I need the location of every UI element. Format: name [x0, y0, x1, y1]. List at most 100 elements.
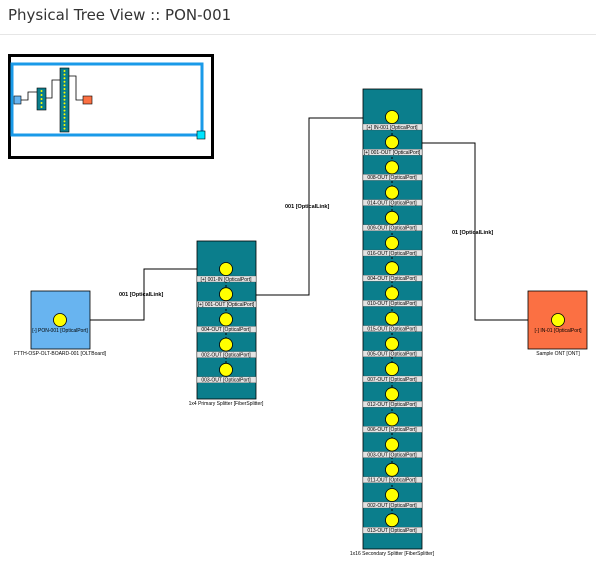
port[interactable]: [+] 001-IN [OpticalPort]	[196, 262, 257, 283]
port[interactable]: [+] 001-OUT [OpticalPort]	[362, 135, 423, 156]
port[interactable]: 007-OUT [OpticalPort]	[362, 362, 423, 383]
node-ont[interactable]: [-] IN-01 [OpticalPort] Sample ONT [ONT]	[527, 290, 588, 357]
port[interactable]: 010-OUT [OpticalPort]	[362, 286, 423, 307]
port[interactable]: 009-OUT [OpticalPort]	[362, 210, 423, 232]
minimap-port-dot	[40, 106, 43, 108]
minimap-link	[21, 91, 37, 101]
node-primary-splitter[interactable]: [+] 001-IN [OpticalPort] [+] 001-OUT [Opt…	[189, 240, 264, 407]
port-circle[interactable]	[385, 261, 399, 276]
port-circle[interactable]	[385, 311, 399, 326]
port[interactable]: 004-OUT [OpticalPort]	[196, 312, 257, 333]
port-circle[interactable]	[219, 312, 233, 327]
minimap-port-dot	[63, 98, 66, 101]
link-label: 001 [OpticalLink]	[285, 204, 329, 210]
port-label: [-] IN-01 [OpticalPort]	[535, 328, 583, 334]
port-label: 007-OUT [OpticalPort]	[367, 377, 417, 383]
port[interactable]: 013-OUT [OpticalPort]	[362, 513, 423, 534]
minimap-olt	[13, 95, 22, 105]
link-primary-secondary[interactable]	[226, 117, 392, 296]
port-circle[interactable]	[385, 462, 399, 477]
minimap-port-dots	[40, 70, 66, 130]
port[interactable]: 008-OUT [OpticalPort]	[362, 160, 423, 181]
port-circle[interactable]	[385, 160, 399, 175]
minimap-resize-handle[interactable]	[196, 130, 206, 140]
port-circle[interactable]	[219, 337, 233, 352]
port-label-band	[196, 275, 257, 283]
port[interactable]: [+] IN-001 [OpticalPort]	[362, 110, 423, 131]
port-label: 006-OUT [OpticalPort]	[367, 427, 417, 433]
port-label: [+] 001-IN [OpticalPort]	[201, 277, 253, 283]
minimap-port-dot	[40, 98, 43, 100]
port[interactable]: [-] PON-001 [OpticalPort]	[32, 313, 88, 334]
port-label-band	[362, 501, 423, 509]
port-label: [-] PON-001 [OpticalPort]	[32, 328, 88, 334]
port[interactable]: 003-OUT [OpticalPort]	[196, 362, 257, 384]
port-circle[interactable]	[385, 513, 399, 528]
port[interactable]: 016-OUT [OpticalPort]	[362, 236, 423, 257]
port[interactable]: 014-OUT [OpticalPort]	[362, 185, 423, 206]
port[interactable]: 004-OUT [OpticalPort]	[362, 261, 423, 282]
node-olt[interactable]: [-] PON-001 [OpticalPort] FTTH-OSP-OLT-B…	[14, 290, 107, 357]
minimap-port-dot	[63, 80, 66, 83]
port[interactable]: [+] 001-OUT [OpticalPort]	[196, 287, 257, 308]
port-label-band	[362, 275, 423, 282]
port-circle[interactable]	[53, 313, 67, 327]
link-olt-primary[interactable]	[60, 268, 226, 321]
port-circle[interactable]	[219, 362, 233, 377]
minimap-port-dot	[63, 70, 66, 72]
port-label: 004-OUT [OpticalPort]	[367, 276, 417, 282]
minimap-viewport[interactable]	[10, 62, 204, 137]
node-secondary-splitter[interactable]: [+] IN-001 [OpticalPort] [+] 001-OUT [Opt…	[350, 88, 435, 557]
port-label: 003-OUT [OpticalPort]	[367, 452, 417, 458]
port-label-band	[362, 401, 423, 408]
minimap[interactable]	[8, 54, 214, 159]
link-secondary-ont[interactable]	[392, 142, 558, 321]
port-label-band	[362, 300, 423, 307]
port-label: 002-OUT [OpticalPort]	[201, 352, 251, 358]
port-circle[interactable]	[385, 488, 399, 502]
port[interactable]: 005-OUT [OpticalPort]	[362, 336, 423, 358]
minimap-port-dot	[63, 91, 66, 94]
port-circle[interactable]	[385, 336, 399, 351]
node-label: FTTH-OSP-OLT-BOARD-001 [OLTBoard]	[14, 351, 107, 357]
port-circle[interactable]	[385, 185, 399, 200]
minimap-port-dot	[63, 84, 66, 87]
port[interactable]: 015-OUT [OpticalPort]	[362, 311, 423, 332]
port-label: 009-OUT [OpticalPort]	[367, 226, 417, 232]
port[interactable]: 002-OUT [OpticalPort]	[196, 337, 257, 358]
minimap-port-dot	[40, 94, 43, 96]
port-circle[interactable]	[385, 437, 399, 452]
minimap-port-dot	[63, 127, 66, 130]
port-circle[interactable]	[385, 286, 399, 301]
port[interactable]: 011-OUT [OpticalPort]	[362, 462, 423, 484]
minimap-port-dot	[63, 109, 66, 112]
port-label-band	[196, 301, 257, 308]
port-label: 014-OUT [OpticalPort]	[367, 200, 417, 206]
port[interactable]: 003-OUT [OpticalPort]	[362, 437, 423, 458]
port-circle[interactable]	[385, 110, 399, 124]
port-label-band	[196, 326, 257, 333]
port-label: 011-OUT [OpticalPort]	[368, 478, 418, 484]
port-circle[interactable]	[385, 135, 399, 150]
port[interactable]: 012-OUT [OpticalPort]	[362, 387, 423, 408]
port-circle[interactable]	[385, 210, 399, 225]
port-label-band	[362, 199, 423, 206]
minimap-port-dot	[63, 88, 66, 90]
port[interactable]: 002-OUT [OpticalPort]	[362, 488, 423, 509]
port-label-band	[362, 149, 423, 156]
port-circle[interactable]	[385, 387, 399, 402]
port-circle[interactable]	[219, 287, 233, 302]
port-label: 013-OUT [OpticalPort]	[367, 528, 417, 534]
port[interactable]: [-] IN-01 [OpticalPort]	[535, 313, 583, 334]
port-label-band	[362, 350, 423, 357]
port-circle[interactable]	[385, 362, 399, 376]
port-circle[interactable]	[385, 236, 399, 250]
minimap-port-dot	[40, 90, 43, 92]
port[interactable]: 006-OUT [OpticalPort]	[362, 412, 423, 433]
node-label: Sample ONT [ONT]	[536, 351, 580, 357]
port-circle[interactable]	[385, 412, 399, 427]
node-label: 1x16 Secondary Splitter [FiberSplitter]	[350, 551, 435, 557]
port-circle[interactable]	[551, 313, 565, 327]
port-circle[interactable]	[219, 262, 233, 276]
